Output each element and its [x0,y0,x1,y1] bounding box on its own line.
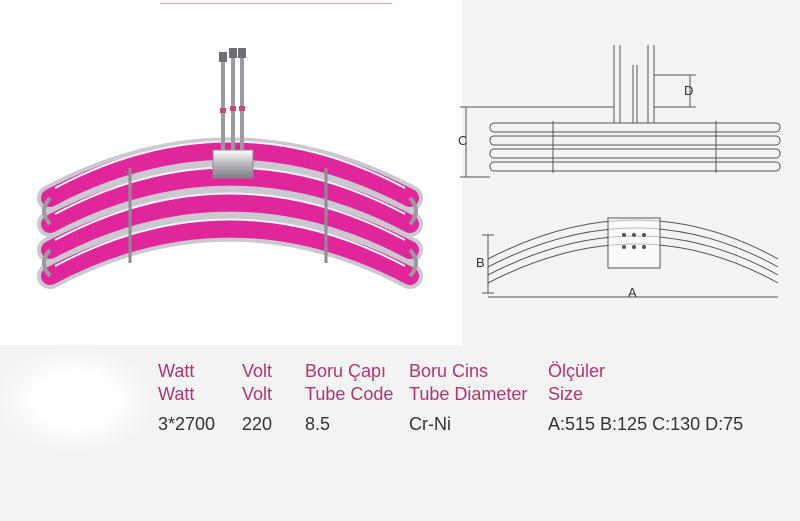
heater-photo [37,48,423,289]
top-divider [160,3,392,4]
spec-header-en: Tube Code [305,384,394,404]
dimension-label-a: A [628,285,637,300]
spec-header-tr: Boru Çapı [305,361,387,381]
spec-value: A:515 B:125 C:130 D:75 [548,414,744,434]
spec-header-tr: Boru Cins [409,361,489,381]
spec-header-en: Watt [158,384,195,404]
technical-drawing: C D B A [458,45,781,300]
spec-column-watt: Watt Watt 3*2700 [158,360,215,436]
spec-column-tube-code: Boru Çapı Tube Code 8.5 [305,360,393,436]
spec-header-en: Size [548,384,584,404]
spec-column-tube-diameter: Boru Cins Tube Diameter Cr-Ni [409,360,527,436]
spec-value: 3*2700 [158,414,216,434]
spec-header-tr: Volt [242,361,273,381]
spec-table: Watt Watt 3*2700 Volt Volt 220 Boru Çapı… [0,355,800,455]
dimension-label-d: D [684,83,693,98]
spec-header-tr: Watt [158,361,195,381]
spec-value: 220 [242,414,273,434]
dimension-label-c: C [458,133,467,148]
spec-column-volt: Volt Volt 220 [242,360,272,436]
spec-header-tr: Ölçüler [548,361,606,381]
spec-value: Cr-Ni [409,414,451,434]
spec-header-en: Tube Diameter [409,384,528,404]
spec-value: 8.5 [305,414,331,434]
dimension-label-b: B [476,255,485,270]
blurred-left-area [0,350,150,450]
spec-header-en: Volt [242,384,273,404]
spec-column-size: Ölçüler Size A:515 B:125 C:130 D:75 [548,360,743,436]
